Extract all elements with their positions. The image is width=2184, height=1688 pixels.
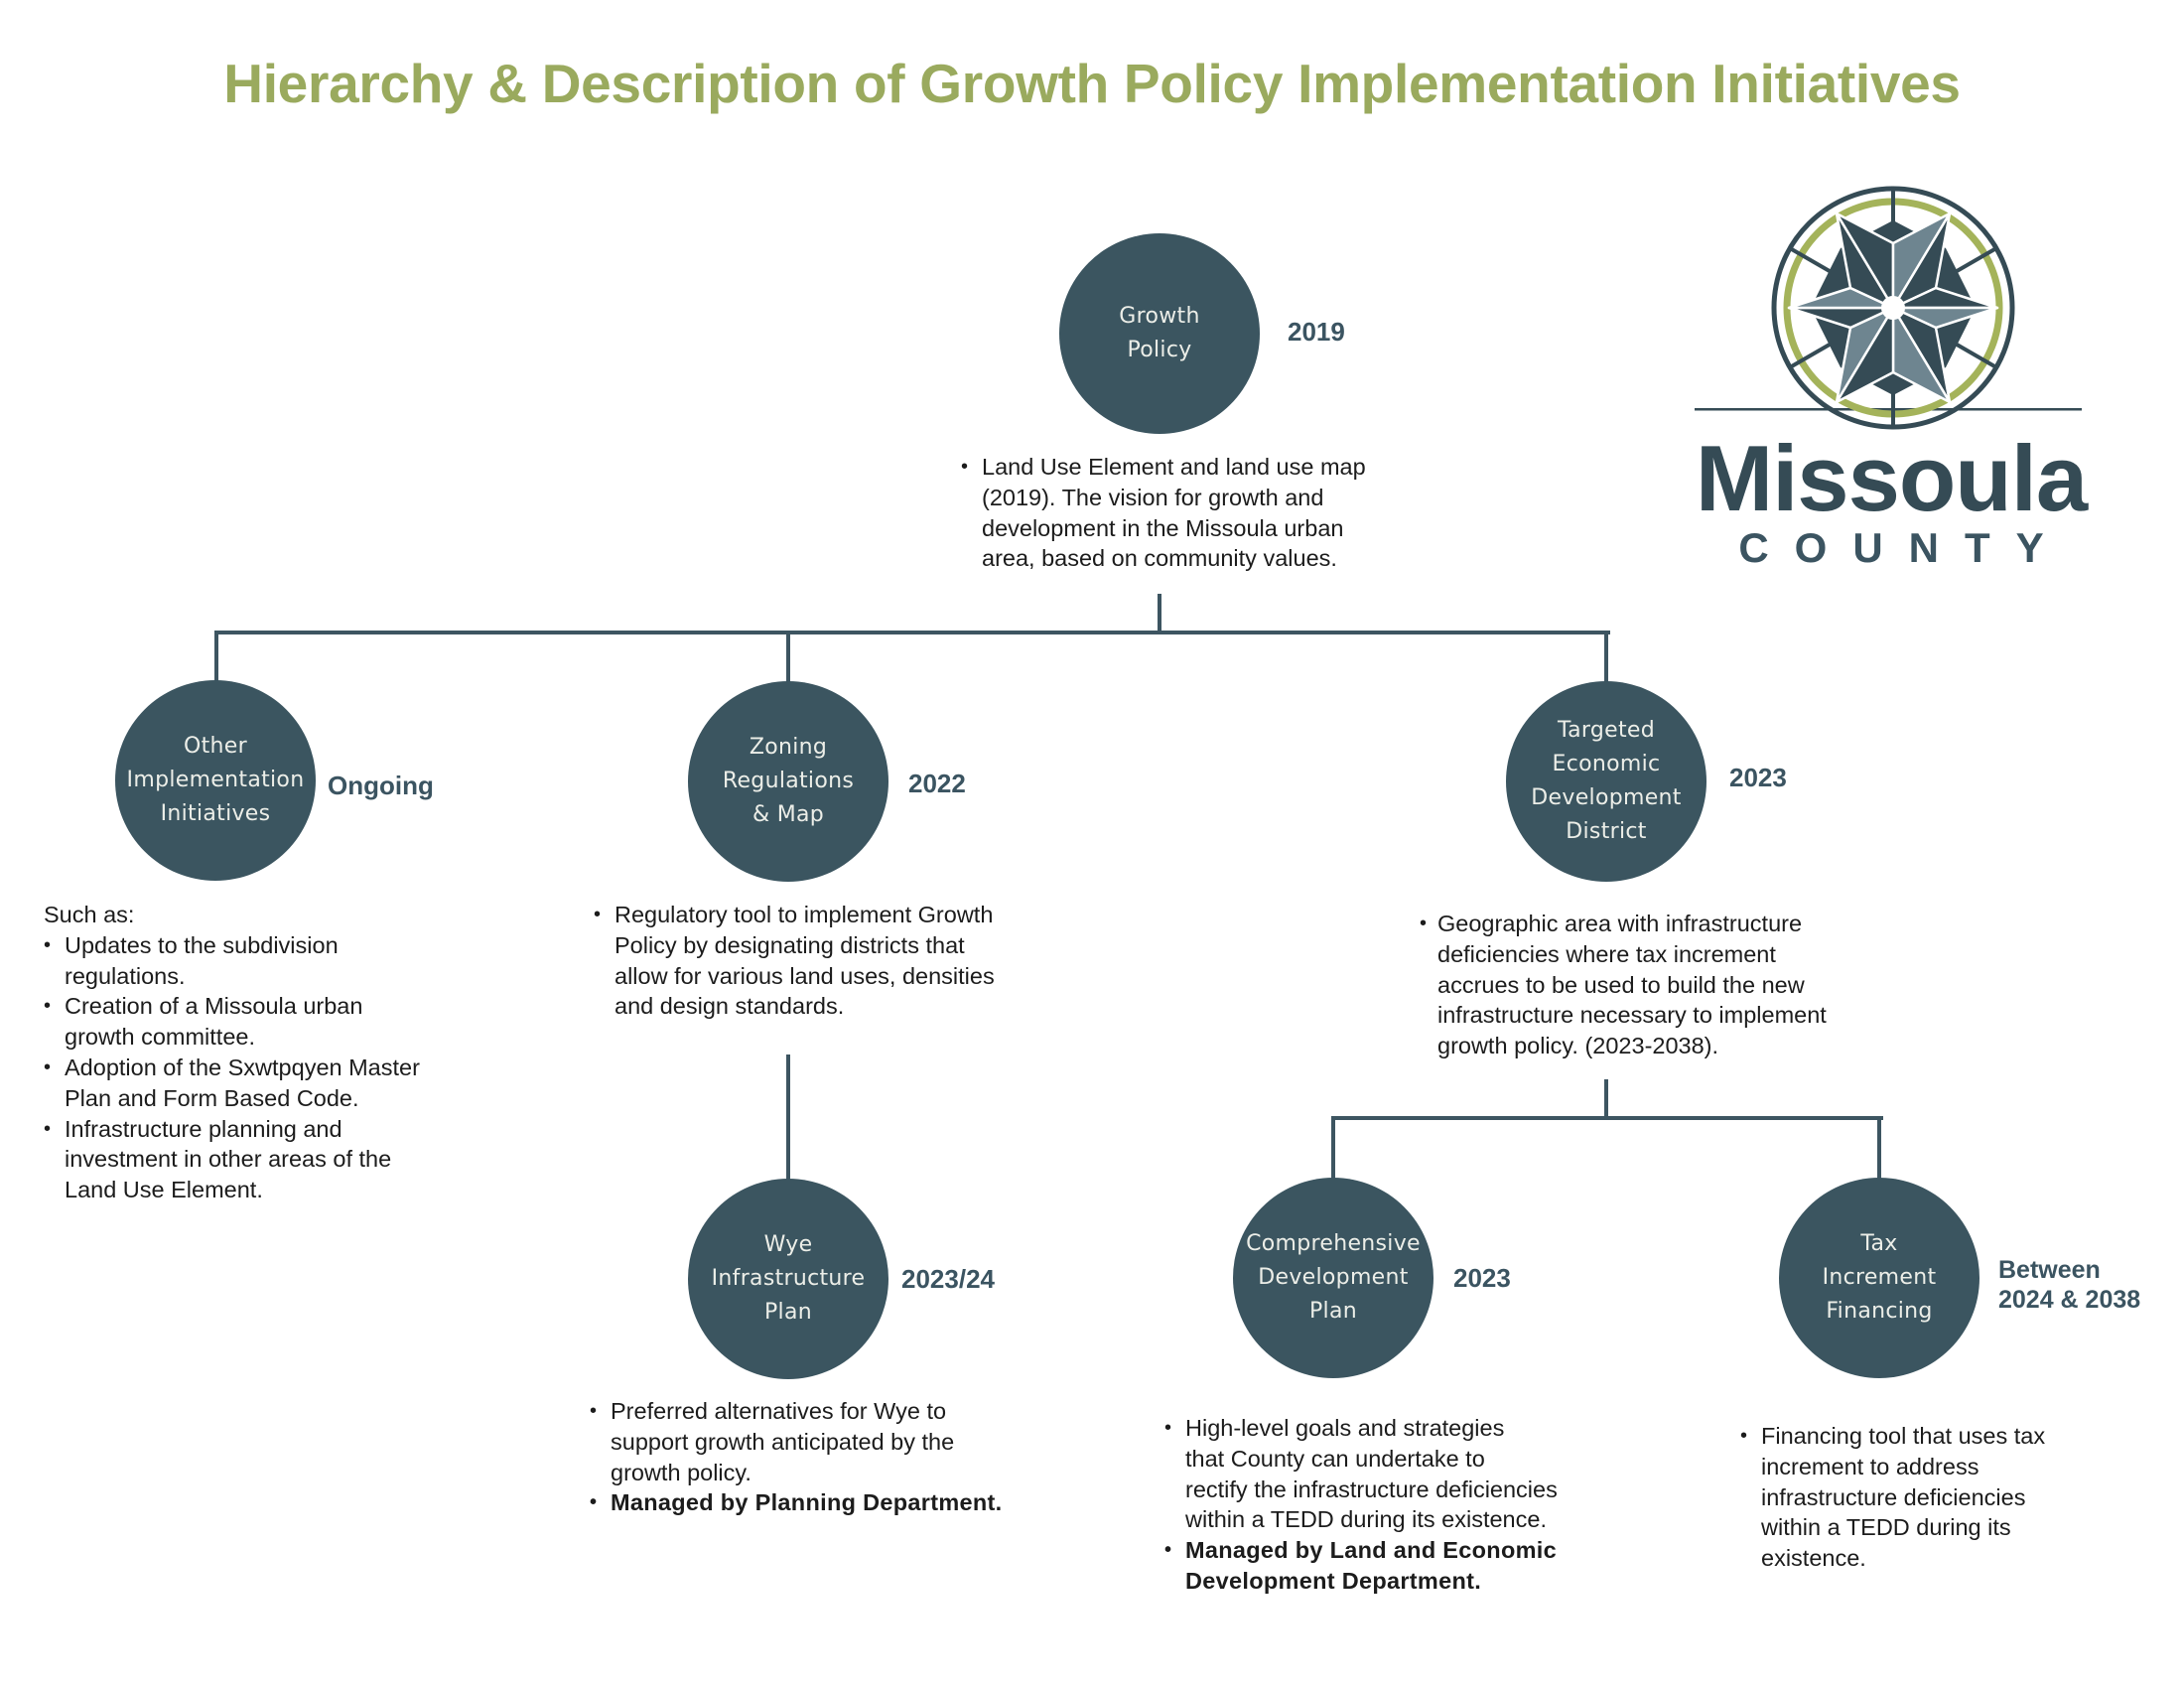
node-wye: Wye Infrastructure Plan bbox=[688, 1179, 888, 1379]
year-tif: Between 2024 & 2038 bbox=[1998, 1255, 2140, 1315]
bullet-tif-1: Financing tool that uses tax increment t… bbox=[1740, 1421, 2137, 1574]
connector-growth-stem bbox=[1158, 594, 1161, 634]
desc-growth-policy: Land Use Element and land use map (2019)… bbox=[961, 452, 1418, 574]
connector-zoning-drop bbox=[786, 631, 790, 682]
year-tif-line-2: 2024 & 2038 bbox=[1998, 1286, 2141, 1314]
bullet-other-4: Infrastructure planning and investment i… bbox=[44, 1114, 480, 1205]
node-zoning: Zoning Regulations & Map bbox=[688, 681, 888, 882]
connector-cdp-drop bbox=[1331, 1116, 1335, 1179]
connector-tedd-drop bbox=[1604, 631, 1608, 682]
year-cdp: 2023 bbox=[1453, 1263, 1511, 1293]
bullet-other-2: Creation of a Missoula urban growth comm… bbox=[44, 991, 480, 1053]
bullet-growth-policy-1: Land Use Element and land use map (2019)… bbox=[961, 452, 1418, 574]
bullet-wye-2: Managed by Planning Department. bbox=[590, 1487, 1046, 1518]
missoula-county-logo-icon bbox=[1695, 186, 2082, 430]
desc-other-intro: Such as: bbox=[44, 902, 135, 927]
logo-subtitle: COUNTY bbox=[1738, 524, 2070, 571]
connector-zoning-wye bbox=[786, 1055, 790, 1180]
year-tif-line-1: Between bbox=[1998, 1256, 2101, 1284]
node-tedd-label: Targeted Economic Development District bbox=[1531, 718, 1682, 844]
year-growth-policy: 2019 bbox=[1288, 317, 1345, 347]
desc-zoning: Regulatory tool to implement Growth Poli… bbox=[594, 900, 1050, 1022]
connector-tedd-bar bbox=[1331, 1116, 1883, 1120]
node-wye-label: Wye Infrastructure Plan bbox=[711, 1232, 866, 1325]
node-tif: Tax Increment Financing bbox=[1779, 1178, 1979, 1378]
bullet-wye-1: Preferred alternatives for Wye to suppor… bbox=[590, 1396, 1046, 1487]
desc-cdp: High-level goals and strategies that Cou… bbox=[1164, 1413, 1621, 1597]
desc-tif: Financing tool that uses tax increment t… bbox=[1740, 1421, 2137, 1574]
logo-name: Missoula bbox=[1695, 426, 2088, 530]
year-tedd: 2023 bbox=[1729, 763, 1787, 792]
node-tif-label: Tax Increment Financing bbox=[1822, 1231, 1937, 1324]
desc-wye: Preferred alternatives for Wye to suppor… bbox=[590, 1396, 1046, 1518]
node-cdp: Comprehensive Development Plan bbox=[1233, 1178, 1433, 1378]
bullet-other-1: Updates to the subdivision regulations. bbox=[44, 930, 480, 992]
year-other-initiatives: Ongoing bbox=[328, 771, 434, 800]
desc-other-initiatives: Such as: Updates to the subdivision regu… bbox=[44, 900, 480, 1205]
year-zoning: 2022 bbox=[908, 769, 966, 798]
node-other-initiatives: Other Implementation Initiatives bbox=[115, 680, 316, 881]
node-tedd: Targeted Economic Development District bbox=[1506, 681, 1706, 882]
page-title: Hierarchy & Description of Growth Policy… bbox=[223, 53, 1961, 114]
bullet-cdp-1: High-level goals and strategies that Cou… bbox=[1164, 1413, 1621, 1535]
connector-tedd-stem bbox=[1604, 1079, 1608, 1120]
node-growth-policy-label: Growth Policy bbox=[1119, 304, 1200, 362]
year-wye: 2023/24 bbox=[901, 1264, 995, 1294]
node-other-initiatives-label: Other Implementation Initiatives bbox=[126, 734, 305, 826]
bullet-zoning-1: Regulatory tool to implement Growth Poli… bbox=[594, 900, 1050, 1022]
bullet-cdp-2: Managed by Land and Economic Development… bbox=[1164, 1535, 1621, 1597]
connector-main-bar bbox=[214, 631, 1610, 634]
node-cdp-label: Comprehensive Development Plan bbox=[1246, 1231, 1421, 1324]
bullet-tedd-1: Geographic area with infrastructure defi… bbox=[1420, 909, 1886, 1061]
bullet-other-3: Adoption of the Sxwtpqyen Master Plan an… bbox=[44, 1053, 480, 1114]
desc-tedd: Geographic area with infrastructure defi… bbox=[1420, 909, 1886, 1061]
node-growth-policy: Growth Policy bbox=[1059, 233, 1260, 434]
connector-other-drop bbox=[214, 631, 218, 682]
node-zoning-label: Zoning Regulations & Map bbox=[722, 735, 855, 827]
connector-tif-drop bbox=[1877, 1116, 1881, 1179]
